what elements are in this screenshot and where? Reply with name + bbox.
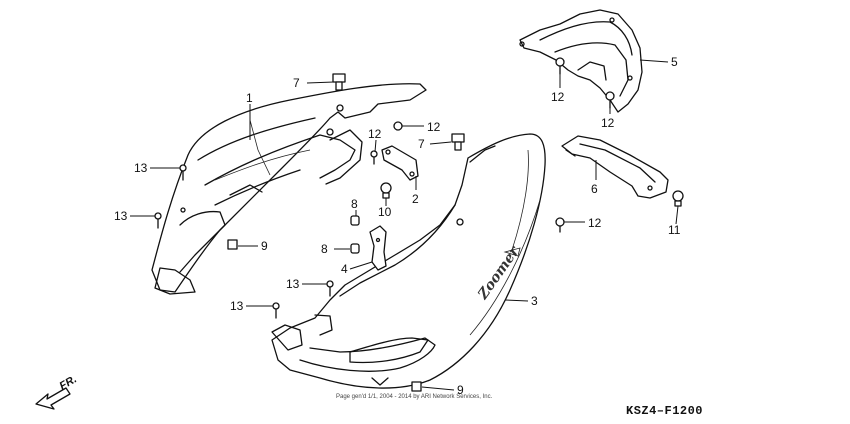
callout-7: 7	[293, 76, 300, 90]
screw-13-icon	[272, 302, 280, 319]
callout-10: 10	[378, 205, 392, 219]
callout-7: 7	[418, 137, 425, 151]
part-5-rear-cover	[519, 9, 643, 113]
direction-label: FR.	[58, 373, 79, 392]
fasteners	[154, 57, 684, 392]
callout-12: 12	[368, 127, 382, 141]
bolt-7-icon	[451, 133, 465, 151]
part-1-body-cover	[151, 83, 427, 295]
nut-9-icon	[227, 239, 238, 250]
clip-8-icon	[350, 243, 360, 254]
front-direction-arrow: FR.	[35, 373, 79, 410]
nut-9-icon	[411, 381, 422, 392]
part-3-body-cover: Zoomer	[271, 133, 546, 389]
screw-12-icon	[605, 91, 615, 109]
callout-6: 6	[591, 182, 598, 196]
callout-12: 12	[427, 120, 441, 134]
screw-12-icon	[393, 121, 403, 131]
callout-13: 13	[114, 209, 128, 223]
copyright-notice: Page gen'd 1/1, 2004 - 2014 by ARI Netwo…	[336, 394, 493, 400]
callout-8: 8	[351, 197, 358, 211]
diagram-code: KSZ4–F1200	[626, 404, 704, 418]
part-2-stay	[381, 145, 419, 181]
screw-13-icon	[179, 164, 187, 181]
callout-4: 4	[341, 262, 348, 276]
grommet-10-icon	[380, 182, 392, 199]
callouts: 1 2 3 4 5 6 7 7 8 8 9 9 10 11 12 12 12 1…	[114, 55, 681, 397]
callout-2: 2	[412, 192, 419, 206]
callout-13: 13	[286, 277, 300, 291]
callout-13: 13	[134, 161, 148, 175]
callout-5: 5	[671, 55, 678, 69]
leader-lines	[130, 59, 679, 391]
screw-13-icon	[154, 212, 162, 229]
part-6-bracket	[561, 135, 669, 199]
screw-12-icon	[370, 150, 378, 165]
clip-8-icon	[350, 215, 360, 226]
callout-3: 3	[531, 294, 538, 308]
callout-12: 12	[551, 90, 565, 104]
callout-11: 11	[668, 223, 681, 237]
callout-8: 8	[321, 242, 328, 256]
nut-11-icon	[672, 190, 684, 207]
callout-9: 9	[457, 383, 464, 397]
callout-9: 9	[261, 239, 268, 253]
screw-12-icon	[555, 57, 565, 75]
screw-13-icon	[326, 280, 334, 297]
bolt-7-icon	[332, 73, 346, 91]
callout-1: 1	[246, 91, 253, 105]
part-4-plate	[369, 225, 387, 271]
callout-13: 13	[230, 299, 244, 313]
screw-12-icon	[555, 217, 565, 233]
callout-12: 12	[588, 216, 602, 230]
callout-12: 12	[601, 116, 615, 130]
